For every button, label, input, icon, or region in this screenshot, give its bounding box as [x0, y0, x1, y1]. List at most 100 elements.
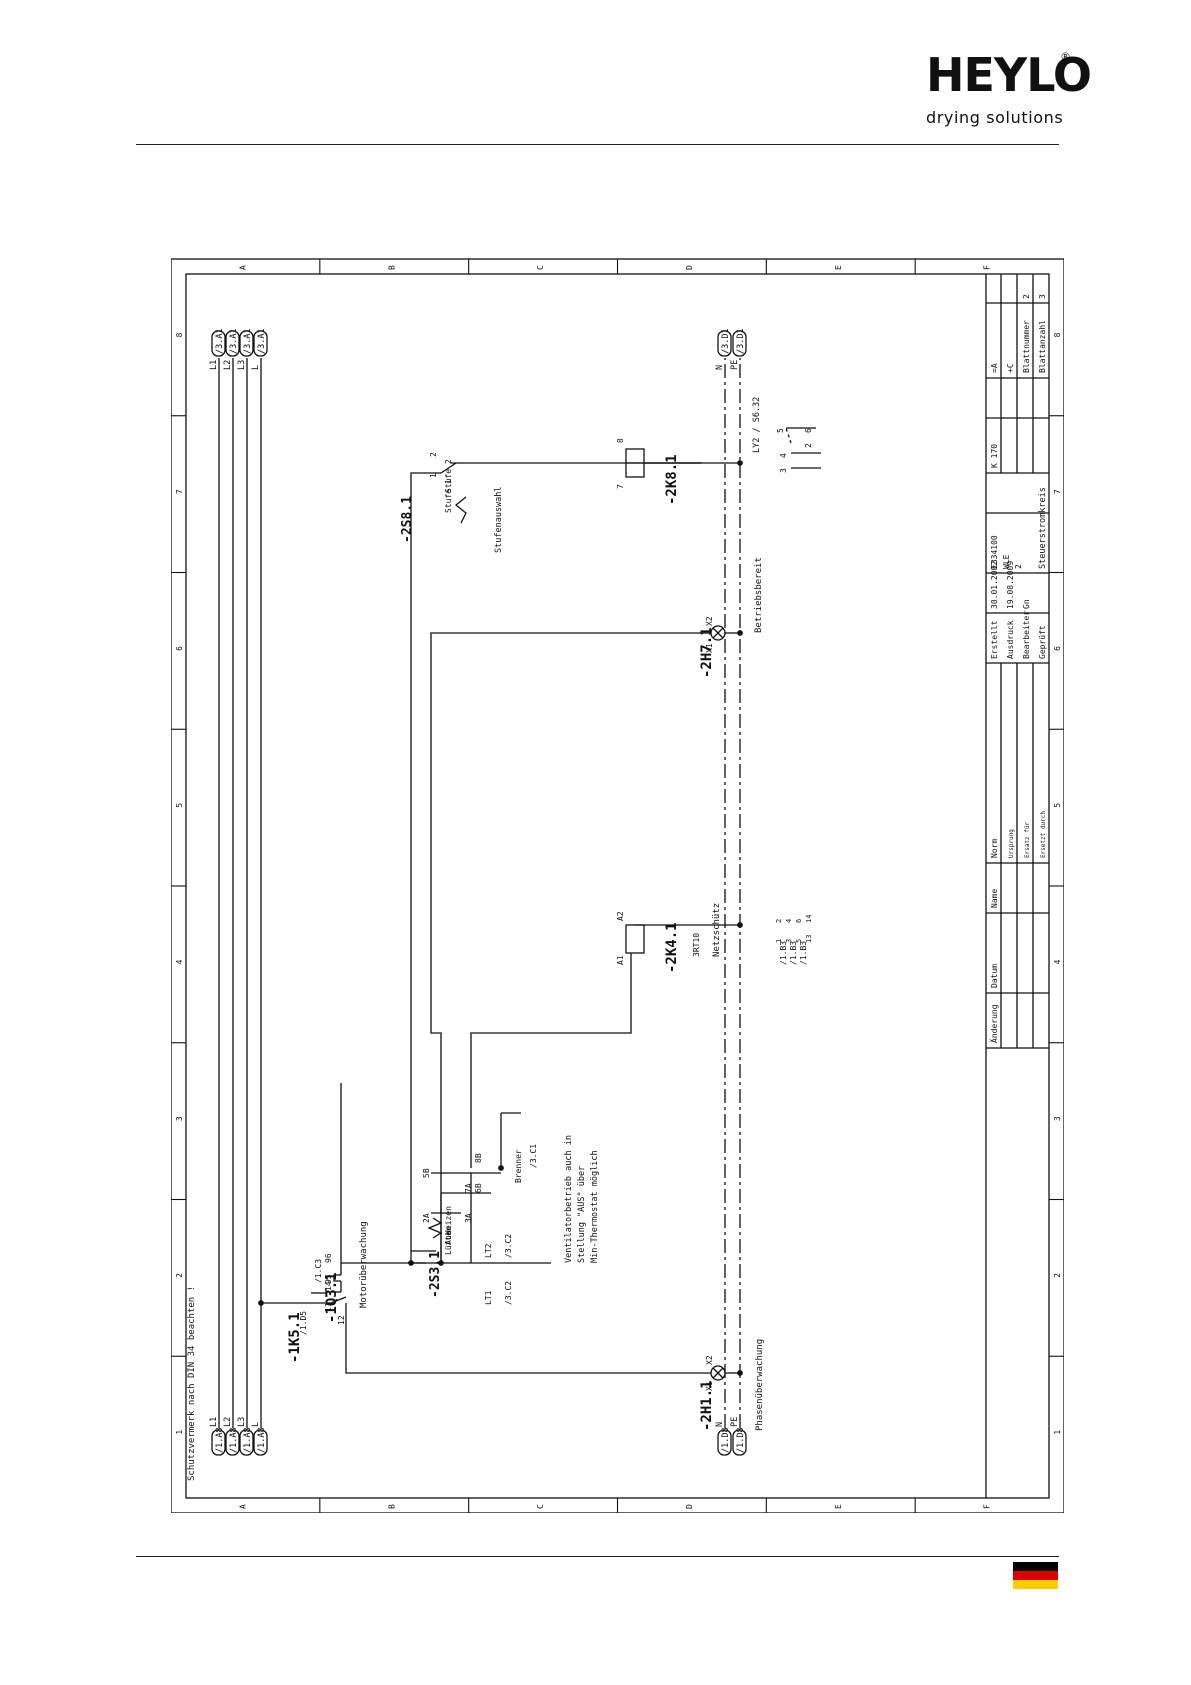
terminal-ref: /1.A8: [229, 1427, 239, 1453]
frame-row-label: B: [387, 1504, 396, 1509]
component-tag-q3: -1Q3.1: [324, 1272, 340, 1323]
tb-header-norm: Norm: [990, 839, 999, 858]
component-tag-k4: -2K4.1: [664, 922, 680, 973]
frame-column-label: 7: [1053, 489, 1062, 494]
contact-q3: [326, 1263, 342, 1293]
tb-checked-label: Geprüft: [1038, 625, 1047, 659]
rail-label: PE: [730, 360, 740, 370]
frame-row-label: F: [983, 1504, 992, 1509]
terminal-ref: /1.A8: [257, 1427, 267, 1453]
frame-column-label: 3: [175, 1116, 184, 1121]
pin-label: 8: [616, 438, 625, 443]
rail-label: L2: [223, 360, 233, 370]
component-ref: /1.D5: [299, 1311, 308, 1335]
rail-label: L: [251, 365, 261, 370]
header-rule: [136, 144, 1059, 145]
tb-header-change: Änderung: [989, 1004, 999, 1043]
pin-label: 1: [429, 473, 438, 478]
caption-ready: Betriebsbereit: [754, 557, 764, 633]
frame-column-label: 3: [1053, 1116, 1062, 1121]
pin-label: A2: [616, 911, 625, 921]
tb-sheet-count-label: Blattanzahl: [1038, 320, 1047, 373]
contact-label: 6B: [474, 1183, 483, 1193]
pin-label: 7: [616, 484, 625, 489]
lamp-h7: [430, 625, 743, 1263]
german-flag-icon: [1013, 1562, 1058, 1589]
frame-column-label: 6: [1053, 646, 1062, 651]
tb-drawing-title: Steuerstromkreis: [1038, 487, 1048, 569]
component-tag-h1: -2H1.1: [699, 1380, 715, 1431]
rail-label: N: [715, 365, 725, 370]
contact-label: 8B: [474, 1153, 483, 1163]
component-tag-h7: -2H7.1: [699, 627, 715, 678]
terminal-ref: /1.A8: [243, 1427, 253, 1453]
caption-mains-contactor: Netzschütz: [712, 903, 722, 957]
contact-ref: /1.B3: [799, 941, 808, 965]
frame-column-label: 2: [1053, 1273, 1062, 1278]
frame-row-label: A: [238, 265, 247, 270]
terminal-ref: /3.D1: [736, 328, 746, 354]
rail-label: N: [715, 1422, 725, 1427]
fan-note-line: Ventilatorbetrieb auch in: [564, 1135, 574, 1263]
pin-label: 2: [804, 443, 813, 448]
terminal-ref: /3.D1: [721, 328, 731, 354]
lamp-h1: [345, 1303, 743, 1381]
pin-label: 6: [795, 919, 803, 923]
logo-registered-mark: ®: [1060, 50, 1071, 63]
burner-ref: /3.C1: [529, 1144, 538, 1168]
sheet-inner-border: [185, 273, 1050, 1499]
frame-row-label: E: [834, 265, 843, 270]
coil-k4: [470, 922, 743, 1168]
pin-label: 6: [804, 428, 813, 433]
pin-label: X1: [705, 1381, 714, 1391]
title-block: [985, 274, 1049, 1498]
pin-label: 13: [805, 935, 813, 943]
contact-ref: /1.B3: [779, 941, 788, 965]
frame-row-label: A: [238, 1504, 247, 1509]
logo-wordmark: HEYLO: [926, 48, 1092, 102]
tb-created-value: 30.01.2002: [990, 561, 999, 609]
tb-sheet-number-label: Blattnummer: [1022, 320, 1031, 373]
terminal-ref: /3.A1: [257, 328, 267, 354]
switch-position: Stufe 2: [444, 459, 453, 493]
component-tag-k8: -2K8.1: [664, 454, 680, 505]
frame-column-label: 8: [1053, 332, 1062, 337]
terminal-ref: /3.A1: [229, 328, 239, 354]
brand-logo: HEYLO ® drying solutions: [920, 50, 1092, 132]
footer-rule: [136, 1556, 1059, 1557]
contact-label: 3A: [464, 1213, 473, 1223]
tb-printed-value: 19.08.2009: [1006, 561, 1015, 609]
frame-row-label: E: [834, 1504, 843, 1509]
frame-row-label: D: [685, 1504, 694, 1509]
link-ref-ly2: LY2 / S6.32: [752, 397, 762, 453]
frame-column-label: 5: [175, 803, 184, 808]
frame-row-label: B: [387, 265, 396, 270]
fan-note-line: Stellung "AUS" über: [577, 1166, 587, 1263]
switch-position: Aus: [444, 1230, 453, 1245]
contact-label: 2A: [422, 1213, 431, 1223]
power-rails: [218, 358, 262, 1428]
pin-label: 2: [429, 452, 438, 457]
caption-phase-monitor: Phasenüberwachung: [755, 1339, 765, 1431]
frame-column-label: 4: [175, 959, 184, 964]
pin-label: 3: [779, 468, 788, 473]
pin-label: 14: [805, 915, 813, 923]
component-tag-s3: -2S3.1: [428, 1251, 443, 1298]
pin-label: 1: [775, 939, 783, 943]
pin-label: 5: [795, 939, 803, 943]
tb-drawing-number: E334100: [990, 535, 999, 569]
component-ref: /1.C3: [314, 1259, 323, 1283]
tb-created-label: Erstellt: [990, 620, 999, 659]
caption-motor-monitor: Motorüberwachung: [359, 1221, 369, 1308]
logo-tagline: drying solutions: [926, 108, 1064, 127]
pin-label: 5: [776, 428, 785, 433]
left-rail-terminals: [211, 1429, 268, 1456]
link-label-lt1: LT1: [484, 1290, 493, 1305]
contact-ref: /1.B3: [789, 941, 798, 965]
pin-label: 11: [324, 1302, 333, 1312]
frame-column-label: 8: [175, 332, 184, 337]
link-ref: /3.C2: [504, 1281, 513, 1305]
tb-header-name: Name: [990, 889, 999, 908]
tb-model: K 170: [990, 444, 999, 468]
